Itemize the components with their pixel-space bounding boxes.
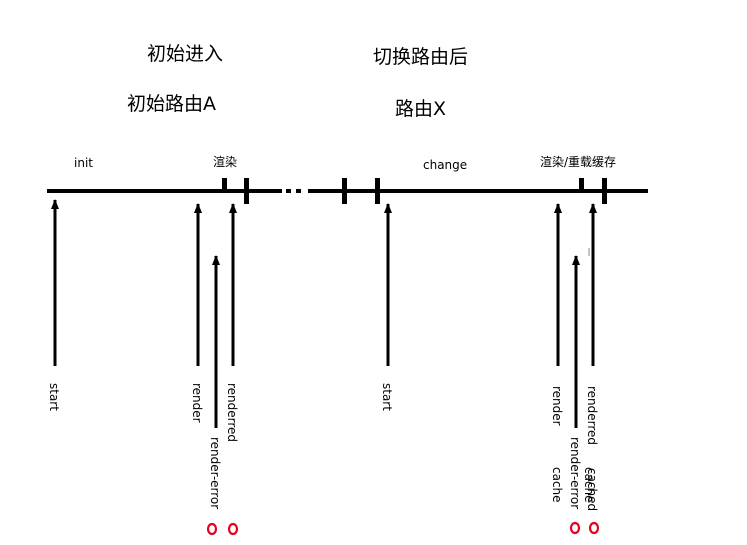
label-render-cache-2: cache xyxy=(550,467,564,503)
event-arrows xyxy=(51,199,597,428)
label-change: change xyxy=(423,158,467,172)
tick-render-end xyxy=(244,178,249,204)
red-circle-marker xyxy=(569,521,581,535)
label-start-2: start xyxy=(380,383,394,411)
tick-render-start xyxy=(222,178,227,190)
label-render-cache-1: render xyxy=(550,386,564,426)
red-markers xyxy=(206,521,600,536)
tick-reload-end xyxy=(602,178,607,204)
label-render-reload-cache: 渲染/重载缓存 xyxy=(540,154,616,169)
event-labels: start render render-error renderred star… xyxy=(47,383,599,511)
red-circle-marker xyxy=(227,522,239,536)
label-render-error-1: render-error xyxy=(208,437,222,509)
label-renderred-cached-2: cached xyxy=(585,468,599,511)
red-circle-marker xyxy=(588,521,600,535)
red-circle-marker xyxy=(206,522,218,536)
label-renderred-cached-1: renderred xyxy=(585,386,599,445)
heading-route-x: 路由X xyxy=(395,98,446,120)
label-render-phase: 渲染 xyxy=(213,154,237,169)
heading-initial-route: 初始路由A xyxy=(127,93,216,115)
tick-change-end xyxy=(375,178,380,204)
tick-change-start xyxy=(342,178,347,204)
label-render-error-cache-2: cache xyxy=(582,467,596,503)
timeline xyxy=(47,178,648,204)
label-init: init xyxy=(74,156,93,170)
label-render-error-cache-1: render-error xyxy=(568,437,582,509)
label-renderred-1: renderred xyxy=(225,383,239,442)
label-start-1: start xyxy=(47,383,61,411)
heading-after-switch: 切换路由后 xyxy=(373,46,468,68)
label-render-1: render xyxy=(190,383,204,423)
tick-reload-start xyxy=(579,178,584,190)
heading-initial-enter: 初始进入 xyxy=(147,43,223,65)
